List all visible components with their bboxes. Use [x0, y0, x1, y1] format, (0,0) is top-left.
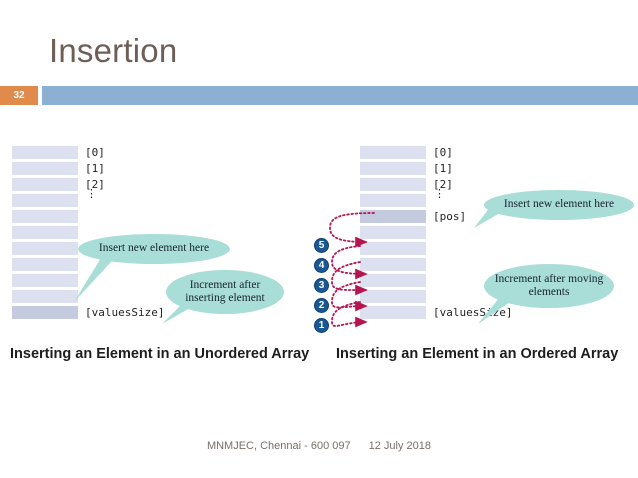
- right-figure-caption: Inserting an Element in an Ordered Array: [336, 346, 619, 362]
- array-cell: [12, 290, 78, 304]
- array-cell: [12, 178, 78, 192]
- left-array-label-2: [2]: [85, 178, 105, 191]
- right-array-label-pos: [pos]: [433, 210, 467, 223]
- array-cell: [360, 258, 426, 272]
- diagram-area: [0] [1] [2] ⋮ [valuesSize] Insert new el…: [0, 112, 638, 382]
- right-array-label-2: [2]: [433, 178, 453, 191]
- array-cell: [360, 178, 426, 192]
- array-cell: [12, 194, 78, 208]
- array-cell: [360, 290, 426, 304]
- array-cell: [360, 146, 426, 160]
- left-array-ellipsis: ⋮: [86, 187, 97, 200]
- array-cell: [360, 274, 426, 288]
- array-cell-pos: [360, 210, 426, 224]
- footer-venue: MNMJEC, Chennai - 600 097: [206, 440, 351, 452]
- array-cell: [360, 226, 426, 240]
- left-array-label-valuessize: [valuesSize]: [85, 306, 165, 319]
- step-circle-2: 2: [314, 298, 329, 313]
- array-cell: [12, 226, 78, 240]
- header-accent-band: [42, 86, 638, 105]
- array-cell: [360, 242, 426, 256]
- right-array-ellipsis: ⋮: [434, 187, 445, 200]
- right-array-label-0: [0]: [433, 146, 453, 159]
- left-callout-increment-bubble: Increment after inserting element: [166, 270, 284, 314]
- array-cell: [360, 194, 426, 208]
- array-cell: [360, 162, 426, 176]
- array-cell: [12, 162, 78, 176]
- step-circle-3: 3: [314, 278, 329, 293]
- step-circle-1: 1: [314, 318, 329, 333]
- array-cell: [360, 306, 426, 320]
- left-array-label-1: [1]: [85, 162, 105, 175]
- right-callout-insert-bubble: Insert new element here: [484, 190, 634, 220]
- right-callout-increment-bubble: Increment after moving elements: [484, 264, 614, 308]
- left-figure-caption: Inserting an Element in an Unordered Arr…: [10, 346, 310, 362]
- left-array-label-0: [0]: [85, 146, 105, 159]
- array-cell: [12, 258, 78, 272]
- array-cell: [12, 274, 78, 288]
- left-callout-insert-bubble: Insert new element here: [78, 234, 230, 264]
- footer: MNMJEC, Chennai - 600 097 12 July 2018: [0, 440, 638, 452]
- array-cell: [12, 242, 78, 256]
- array-cell-highlighted: [12, 306, 78, 320]
- step-circle-5: 5: [314, 238, 329, 253]
- footer-date: 12 July 2018: [368, 440, 432, 452]
- array-cell: [12, 146, 78, 160]
- right-array-label-1: [1]: [433, 162, 453, 175]
- slide-number-badge: 32: [0, 86, 38, 105]
- array-cell: [12, 210, 78, 224]
- page-title: Insertion: [49, 32, 178, 69]
- step-circle-4: 4: [314, 258, 329, 273]
